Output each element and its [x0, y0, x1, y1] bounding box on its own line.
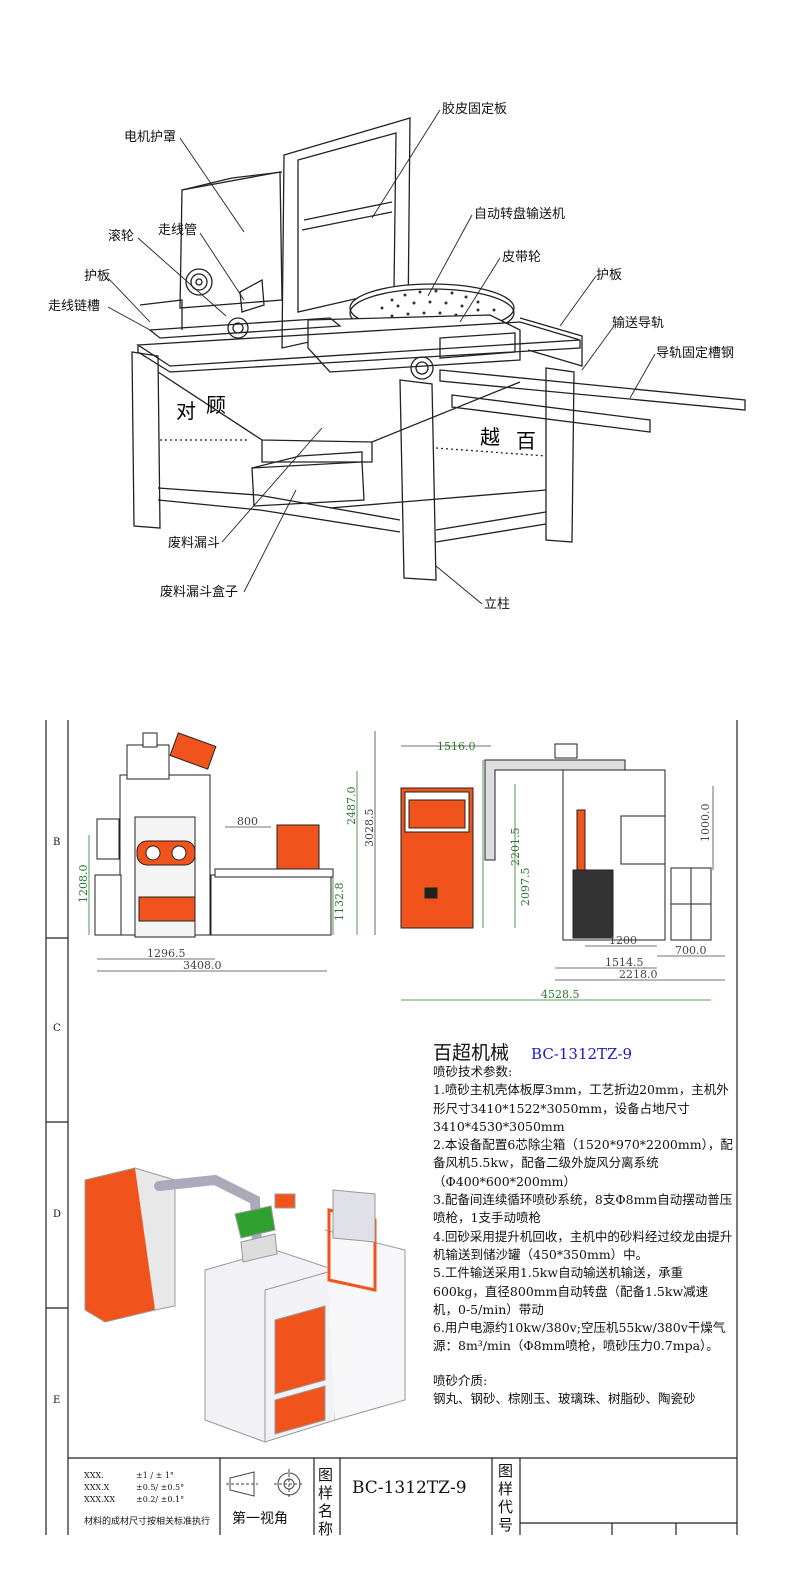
- side-view-drawing: 1516.0 2201.5 2097.5 1000.0 1200 1514.5 …: [400, 740, 725, 1001]
- tol3-value: ±0.2/ ±0.1°: [136, 1495, 185, 1504]
- dim-700: 700.0: [675, 944, 707, 957]
- label-rail-channel: 导轨固定槽钢: [656, 346, 735, 361]
- label-wire-chain: 走线链槽: [48, 299, 101, 314]
- label-rubber-plate: 胶皮固定板: [442, 102, 508, 117]
- material-note: 材料的成材尺寸按相关标准执行: [84, 1517, 211, 1527]
- label-roller: 滚轮: [108, 229, 135, 244]
- media-heading: 喷砂介质:: [433, 1372, 488, 1388]
- dim-2201: 2201.5: [509, 828, 522, 867]
- side-mark-left-b: 顾: [206, 393, 226, 417]
- side-mark-right-a: 越: [480, 425, 500, 449]
- label-waste-box: 废料漏斗盒子: [160, 585, 239, 600]
- spec-item-4: 4.回砂采用提升机回收，主机中的砂料经过绞龙由提升机输送到储沙罐（450*350…: [433, 1228, 733, 1262]
- front-view-drawing: 800 1208.0 1132.8 2487.0 3028.5 1296.5 3…: [77, 731, 376, 972]
- spec-item-2: 2.本设备配置6芯除尘箱（1520*970*2200mm），配备风机5.5kw，…: [433, 1137, 733, 1189]
- machine-3d-rendering: [84, 1167, 406, 1443]
- tol3-label: XXX.XX: [84, 1495, 116, 1504]
- label-motor-cover: 电机护罩: [124, 130, 177, 145]
- dim-1516: 1516.0: [437, 740, 476, 753]
- label-wire-tube: 走线管: [158, 223, 198, 238]
- machine-isometric-diagram: 对 顾 越 百: [107, 109, 746, 605]
- dim-1000: 1000.0: [699, 804, 712, 843]
- spec-heading: 喷砂技术参数:: [433, 1064, 513, 1079]
- spec-block: 喷砂技术参数: 1.喷砂主机壳体板厚3mm，工艺折边20mm，主机外形尺寸341…: [433, 1063, 733, 1408]
- spec-item-3: 3.配备间连续循环喷砂系统，8支Φ8mm自动摆动普压喷枪，1支手动喷枪: [433, 1192, 733, 1226]
- dim-800: 800: [237, 815, 258, 828]
- row-label-c: C: [53, 1023, 61, 1034]
- dim-1296: 1296.5: [147, 947, 186, 960]
- tol2-label: XXX.X: [84, 1483, 110, 1492]
- drawing-code-label: 图样代号: [498, 1462, 514, 1534]
- drawing-name-label: 图样名称: [318, 1466, 334, 1538]
- dim-2218: 2218.0: [619, 968, 658, 981]
- model-number: BC-1312TZ-9: [531, 1045, 633, 1063]
- spec-item-1: 1.喷砂主机壳体板厚3mm，工艺折边20mm，主机外形尺寸3410*1522*3…: [433, 1082, 729, 1134]
- side-mark-left-a: 对: [176, 399, 196, 423]
- dim-1514: 1514.5: [605, 956, 644, 969]
- drawing-sheet-frame: [45, 720, 738, 1535]
- media-list: 钢丸、钢砂、棕刚玉、玻璃珠、树脂砂、陶瓷砂: [433, 1391, 696, 1407]
- dim-2097: 2097.5: [519, 868, 532, 907]
- label-turntable: 自动转盘输送机: [474, 207, 566, 222]
- spec-item-6: 6.用户电源约10kw/380v;空压机55kw/380v干燥气源：8m³/mi…: [433, 1320, 726, 1354]
- row-label-e: E: [53, 1395, 61, 1406]
- row-label-d: D: [53, 1209, 62, 1220]
- spec-title-row: 百超机械 BC-1312TZ-9: [433, 1038, 632, 1065]
- spec-item-5: 5.工件输送采用1.5kw自动输送机输送，承重600kg，直径800mm自动转盘…: [433, 1265, 709, 1317]
- dim-1132: 1132.8: [333, 883, 346, 922]
- dim-1208: 1208.0: [77, 865, 90, 904]
- side-mark-right-b: 百: [516, 429, 536, 453]
- label-waste-hopper: 废料漏斗: [168, 536, 221, 551]
- dim-4528: 4528.5: [541, 988, 580, 1001]
- label-column: 立柱: [484, 597, 511, 612]
- tol1-value: ±1 / ± 1°: [136, 1471, 174, 1480]
- label-guard-right: 护板: [596, 268, 623, 283]
- company-name: 百超机械: [433, 1042, 510, 1064]
- label-belt-wheel: 皮带轮: [502, 250, 542, 265]
- row-label-b: B: [53, 837, 61, 848]
- label-conveyor-rail: 输送导轨: [612, 316, 665, 331]
- dim-3028: 3028.5: [363, 809, 376, 848]
- projection-label: 第一视角: [232, 1511, 288, 1527]
- tol1-label: XXX.: [84, 1471, 104, 1480]
- drawing-name: BC-1312TZ-9: [352, 1478, 467, 1498]
- dim-3408: 3408.0: [183, 959, 222, 972]
- label-guard-left: 护板: [84, 269, 111, 284]
- tol2-value: ±0.5/ ±0.5°: [136, 1483, 185, 1492]
- dim-2487: 2487.0: [345, 787, 358, 826]
- dim-1200: 1200: [609, 934, 637, 947]
